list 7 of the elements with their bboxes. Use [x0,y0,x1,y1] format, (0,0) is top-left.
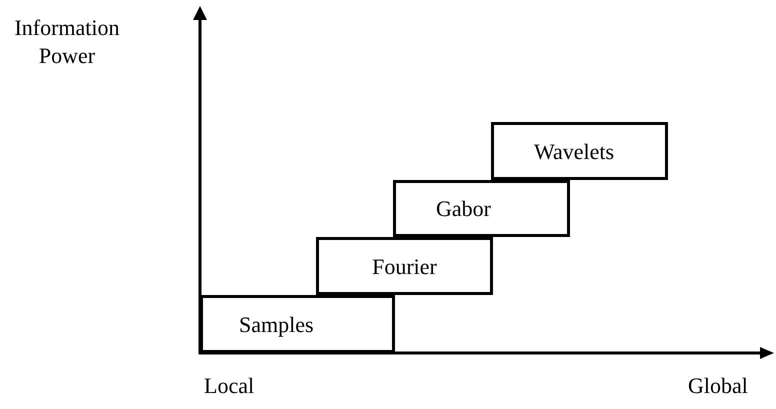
axis-label: Information Power [13,14,121,70]
step-box: Wavelets [491,122,668,180]
step-box: Gabor [393,180,570,237]
step-box: Fourier [316,237,493,295]
step-box: Samples [200,295,395,353]
axis-label: Local [204,372,254,400]
axis-label: Global [688,372,748,400]
